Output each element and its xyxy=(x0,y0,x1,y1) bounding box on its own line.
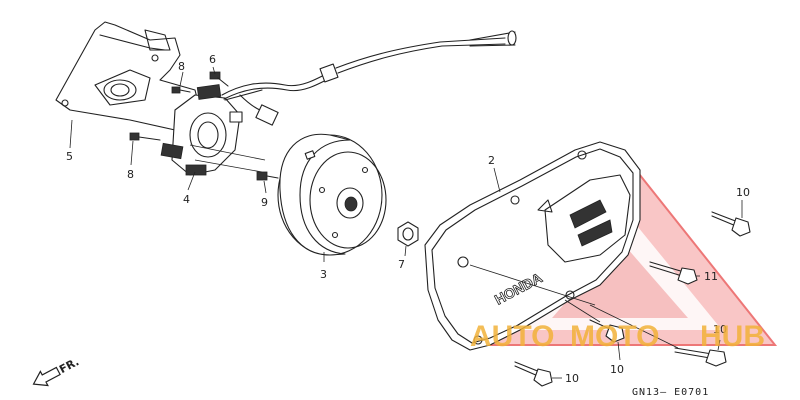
bolt-10-bottom xyxy=(514,361,553,387)
front-direction-marker: FR. xyxy=(32,355,81,387)
bolt-6 xyxy=(209,71,229,87)
watermark-word-moto: MOTO xyxy=(570,320,659,353)
bolt-8-upper xyxy=(171,86,191,94)
leader-lines xyxy=(69,66,743,379)
label-part-8-lower: 8 xyxy=(127,168,134,181)
bolt-10-right-low xyxy=(674,347,727,367)
label-part-10-center: 10 xyxy=(610,363,624,376)
front-marker-text: FR. xyxy=(57,355,81,376)
bolt-9 xyxy=(256,171,279,181)
wire-harness xyxy=(221,30,517,126)
label-part-10-bottom: 10 xyxy=(565,372,579,385)
bolt-10-center xyxy=(589,319,625,343)
left-crankcase-cover: HONDA xyxy=(424,141,641,351)
label-part-9: 9 xyxy=(261,196,268,209)
label-part-5: 5 xyxy=(66,150,73,163)
watermark-word-auto: AUTO xyxy=(470,320,554,353)
label-part-8-upper: 8 xyxy=(178,60,185,73)
stator-coil xyxy=(160,84,263,176)
label-part-11: 11 xyxy=(704,270,718,283)
flywheel-nut xyxy=(397,221,419,247)
label-part-10-right-top: 10 xyxy=(736,186,750,199)
stator-base-plate xyxy=(55,21,201,131)
bolt-8-lower xyxy=(129,132,161,141)
watermark-word-hub: HUB xyxy=(700,320,765,353)
label-part-4: 4 xyxy=(183,193,190,206)
label-part-7: 7 xyxy=(398,258,405,271)
diagram-code: GN13– E0701 xyxy=(632,387,709,398)
label-part-2: 2 xyxy=(488,154,495,167)
label-part-10-right-low: 10 xyxy=(713,323,727,336)
flywheel xyxy=(277,133,387,256)
bolt-10-right-top xyxy=(711,211,751,237)
label-part-6: 6 xyxy=(209,53,216,66)
watermark-text: AUTO MOTO HUB xyxy=(470,320,765,353)
label-part-3: 3 xyxy=(320,268,327,281)
bolt-11 xyxy=(649,261,698,285)
